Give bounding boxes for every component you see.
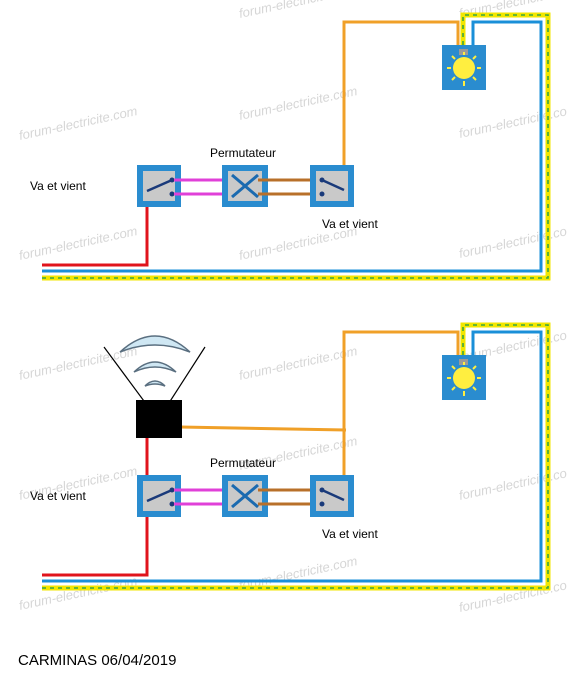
watermark: forum-electricite.com — [458, 101, 567, 141]
module-wire — [179, 425, 347, 432]
watermark: forum-electricite.com — [18, 103, 139, 143]
diagram-with-smart-module: Va et vient Permutateur Va et vient — [30, 322, 551, 591]
watermark: forum-electricite.com — [238, 343, 359, 383]
smart-module — [103, 335, 206, 438]
watermark: forum-electricite.com — [458, 221, 567, 261]
lamp-icon — [442, 45, 486, 90]
label-intermediate: Permutateur — [210, 146, 276, 160]
label-switch-left: Va et vient — [30, 179, 86, 193]
neutral-wire — [42, 330, 543, 583]
two-way-switch-left — [137, 475, 181, 517]
two-way-switch-right — [310, 475, 354, 517]
earth-wire-stripe — [42, 14, 549, 279]
neutral-wire — [42, 20, 543, 273]
phase-wire — [42, 438, 149, 577]
two-way-switch-left — [137, 165, 181, 207]
return-wire — [342, 330, 460, 497]
watermark: forum-electricite.com — [458, 463, 567, 503]
label-intermediate: Permutateur — [210, 456, 276, 470]
label-switch-left: Va et vient — [30, 489, 86, 503]
watermark: forum-electricite.com — [18, 223, 139, 263]
intermediate-switch — [222, 165, 268, 207]
lamp-icon — [442, 355, 486, 400]
intermediate-switch — [222, 475, 268, 517]
return-wire — [342, 20, 460, 188]
earth-wire-stripe — [42, 324, 549, 589]
author-date-caption: CARMINAS 06/04/2019 — [18, 652, 176, 669]
watermark: forum-electricite.com — [238, 0, 359, 21]
wireless-signal-icon — [119, 335, 191, 387]
diagram-standard-wiring: Va et vient Permutateur Va et vient — [30, 12, 551, 281]
watermark: forum-electricite.com — [18, 573, 139, 613]
two-way-switch-right — [310, 165, 354, 207]
label-switch-right: Va et vient — [322, 217, 378, 231]
watermark: forum-electricite.com — [238, 83, 359, 123]
label-switch-right: Va et vient — [322, 527, 378, 541]
watermark-layer: forum-electricite.com forum-electricite.… — [18, 0, 567, 615]
watermark: forum-electricite.com — [18, 343, 139, 383]
watermark: forum-electricite.com — [458, 0, 567, 21]
